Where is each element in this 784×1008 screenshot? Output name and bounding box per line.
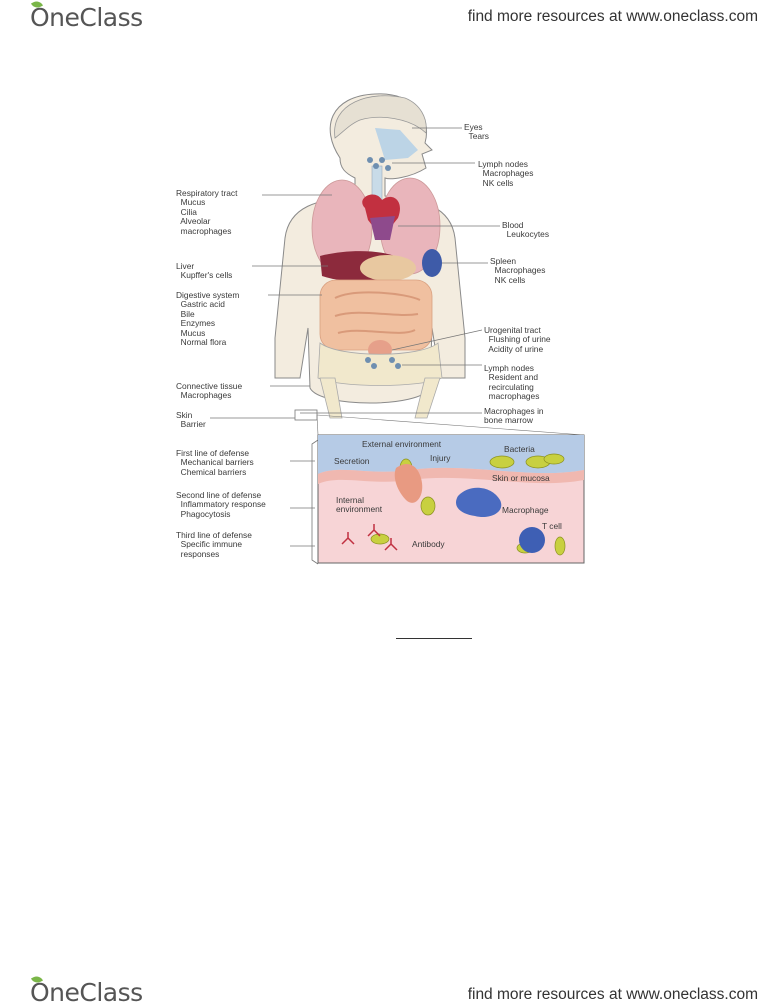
- body-illustration: [210, 93, 585, 565]
- label-urogenital-tract: Urogenital tract Flushing of urine Acidi…: [484, 325, 551, 354]
- inset-secretion: Secretion: [334, 456, 370, 466]
- label-third-line: Third line of defense Specific immune re…: [176, 530, 252, 559]
- label-eyes: Eyes Tears: [464, 122, 489, 142]
- label-first-line: First line of defense Mechanical barrier…: [176, 448, 254, 477]
- divider-line: [396, 638, 472, 639]
- label-second-line: Second line of defense Inflammatory resp…: [176, 490, 266, 519]
- inset-macrophage: Macrophage: [502, 505, 549, 515]
- label-bone-marrow: Macrophages in bone marrow: [484, 406, 544, 426]
- label-lymph-nodes-lower: Lymph nodes Resident and recirculating m…: [484, 363, 540, 402]
- oneclass-logo-footer[interactable]: OneClass: [30, 974, 143, 1007]
- inset-bacteria: Bacteria: [504, 444, 535, 454]
- brand-text: OneClass: [30, 978, 143, 1007]
- header-tagline[interactable]: find more resources at www.oneclass.com: [467, 8, 758, 25]
- label-skin: Skin Barrier: [176, 410, 206, 430]
- label-respiratory-tract: Respiratory tract Mucus Cilia Alveolar m…: [176, 188, 238, 236]
- label-spleen: Spleen Macrophages NK cells: [490, 256, 546, 285]
- label-liver: Liver Kupffer's cells: [176, 261, 233, 281]
- label-blood: Blood Leukocytes: [502, 220, 550, 240]
- label-connective-tissue: Connective tissue Macrophages: [176, 381, 243, 401]
- label-lymph-nodes-upper: Lymph nodes Macrophages NK cells: [478, 159, 534, 188]
- immune-defense-figure: Respiratory tract Mucus Cilia Alveolar m…: [170, 88, 590, 568]
- footer-tagline[interactable]: find more resources at www.oneclass.com: [467, 986, 758, 1003]
- brand-text: OneClass: [30, 3, 143, 32]
- lymph-node-icons: [365, 157, 401, 369]
- oneclass-logo[interactable]: OneClass: [30, 0, 143, 32]
- inset-injury: Injury: [430, 453, 451, 463]
- skin-inset-diagram: [317, 434, 585, 564]
- inset-internal-environment: Internal environment: [336, 495, 383, 515]
- inset-t-cell: T cell: [542, 521, 562, 531]
- inset-skin-or-mucosa: Skin or mucosa: [492, 473, 550, 483]
- inset-external-environment: External environment: [362, 439, 442, 449]
- inset-antibody: Antibody: [412, 539, 445, 549]
- label-digestive-system: Digestive system Gastric acid Bile Enzym…: [176, 290, 240, 348]
